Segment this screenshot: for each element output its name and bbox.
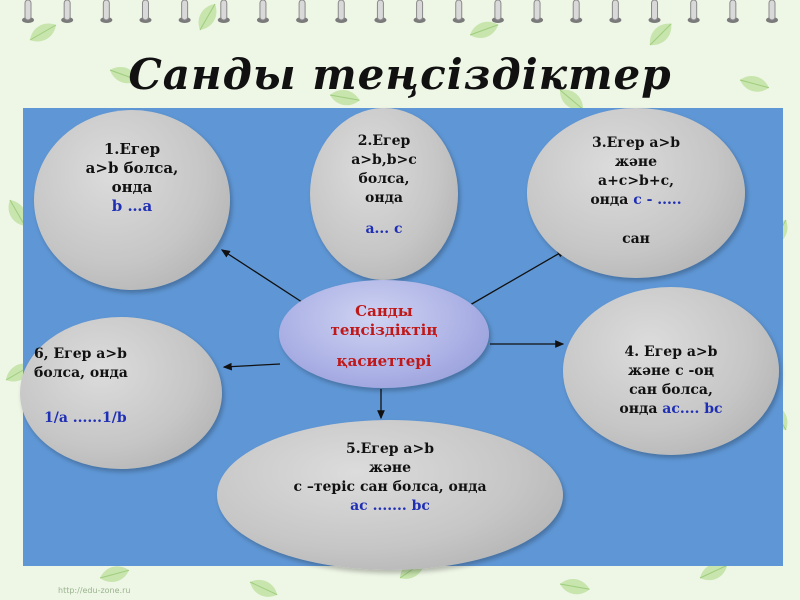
property-4-bubble: 4. Егер a>b және c -оң сан болса, онда a… bbox=[563, 287, 779, 455]
property-5-line: 5.Егер a>b bbox=[345, 441, 435, 457]
property-5-line: c –теріс сан болса, онда bbox=[293, 479, 487, 495]
property-1-answer: b …a bbox=[111, 197, 153, 215]
binder-ring bbox=[572, 0, 580, 21]
arrow-to-6 bbox=[222, 362, 281, 371]
binder-ring bbox=[259, 0, 267, 21]
binder-ring bbox=[376, 0, 384, 21]
binder-ring bbox=[651, 0, 659, 21]
property-5-answer: ac ....... bc bbox=[350, 498, 430, 514]
property-3-line: онда c - ..... bbox=[527, 191, 745, 210]
property-2-line: a>b,b>c bbox=[351, 152, 417, 168]
property-4-line: сан болса, bbox=[629, 382, 713, 398]
arrow-to-3 bbox=[469, 249, 567, 306]
property-1-bubble: 1.Егер a>b болса, онда b …a bbox=[34, 110, 230, 290]
binder-ring bbox=[24, 0, 32, 21]
arrow-to-1 bbox=[220, 249, 309, 307]
property-6-bubble: 6, Егер a>b болса, онда 1/a ......1/b bbox=[20, 317, 222, 469]
binder-ring bbox=[298, 0, 306, 21]
property-1-line: 1.Егер bbox=[103, 140, 161, 158]
binder-ring bbox=[729, 0, 737, 21]
binder-ring bbox=[102, 0, 110, 21]
center-line-1: Санды bbox=[355, 302, 413, 320]
property-6-line: 6, Егер a>b bbox=[34, 346, 127, 362]
watermark: http://edu-zone.ru bbox=[58, 586, 131, 595]
binder-ring bbox=[611, 0, 619, 21]
binder-ring bbox=[768, 0, 776, 21]
binder-ring bbox=[63, 0, 71, 21]
property-5-bubble: 5.Егер a>b және c –теріс сан болса, онда… bbox=[217, 420, 563, 570]
property-3-prefix: онда bbox=[590, 192, 629, 208]
binder-ring bbox=[533, 0, 541, 21]
center-line-2: теңсіздіктің bbox=[330, 321, 438, 339]
binder-ring bbox=[416, 0, 424, 21]
property-2-answer: a... c bbox=[365, 221, 403, 237]
property-4-line: онда ac.... bc bbox=[563, 400, 779, 419]
binder-ring bbox=[337, 0, 345, 21]
binder-ring bbox=[455, 0, 463, 21]
property-3-answer: c - ..... bbox=[633, 192, 682, 208]
page-title: Санды теңсіздіктер bbox=[128, 50, 672, 99]
binder-ring bbox=[141, 0, 149, 21]
property-2-line: болса, bbox=[358, 171, 410, 187]
property-2-line: онда bbox=[365, 190, 403, 206]
property-6-answer: 1/a ......1/b bbox=[44, 410, 127, 426]
property-3-line: a+c>b+c, bbox=[598, 173, 674, 189]
property-4-prefix: онда bbox=[619, 401, 658, 417]
binder-ring bbox=[690, 0, 698, 21]
property-3-line: және bbox=[614, 154, 658, 170]
property-1-line: a>b болса, bbox=[85, 159, 179, 177]
property-3-tail: сан bbox=[622, 231, 650, 247]
binder-ring bbox=[181, 0, 189, 21]
center-line-3: қасиеттері bbox=[336, 352, 432, 370]
property-2-line: 2.Егер bbox=[357, 133, 411, 149]
property-2-bubble: 2.Егер a>b,b>c болса, онда a... c bbox=[310, 108, 458, 280]
property-3-bubble: 3.Егер a>b және a+c>b+c, онда c - ..... … bbox=[527, 108, 745, 278]
property-3-line: 3.Егер a>b bbox=[591, 135, 681, 151]
property-6-line: болса, онда bbox=[34, 365, 128, 381]
property-5-line: және bbox=[368, 460, 412, 476]
property-1-line: онда bbox=[111, 178, 153, 196]
property-4-line: және c -оң bbox=[628, 363, 714, 379]
property-4-answer: ac.... bc bbox=[662, 401, 723, 417]
binder-rings bbox=[22, 0, 778, 23]
binder-ring bbox=[220, 0, 228, 21]
property-4-line: 4. Егер a>b bbox=[624, 344, 718, 360]
binder-ring bbox=[494, 0, 502, 21]
center-node: Санды теңсіздіктің қасиеттері bbox=[279, 280, 489, 388]
